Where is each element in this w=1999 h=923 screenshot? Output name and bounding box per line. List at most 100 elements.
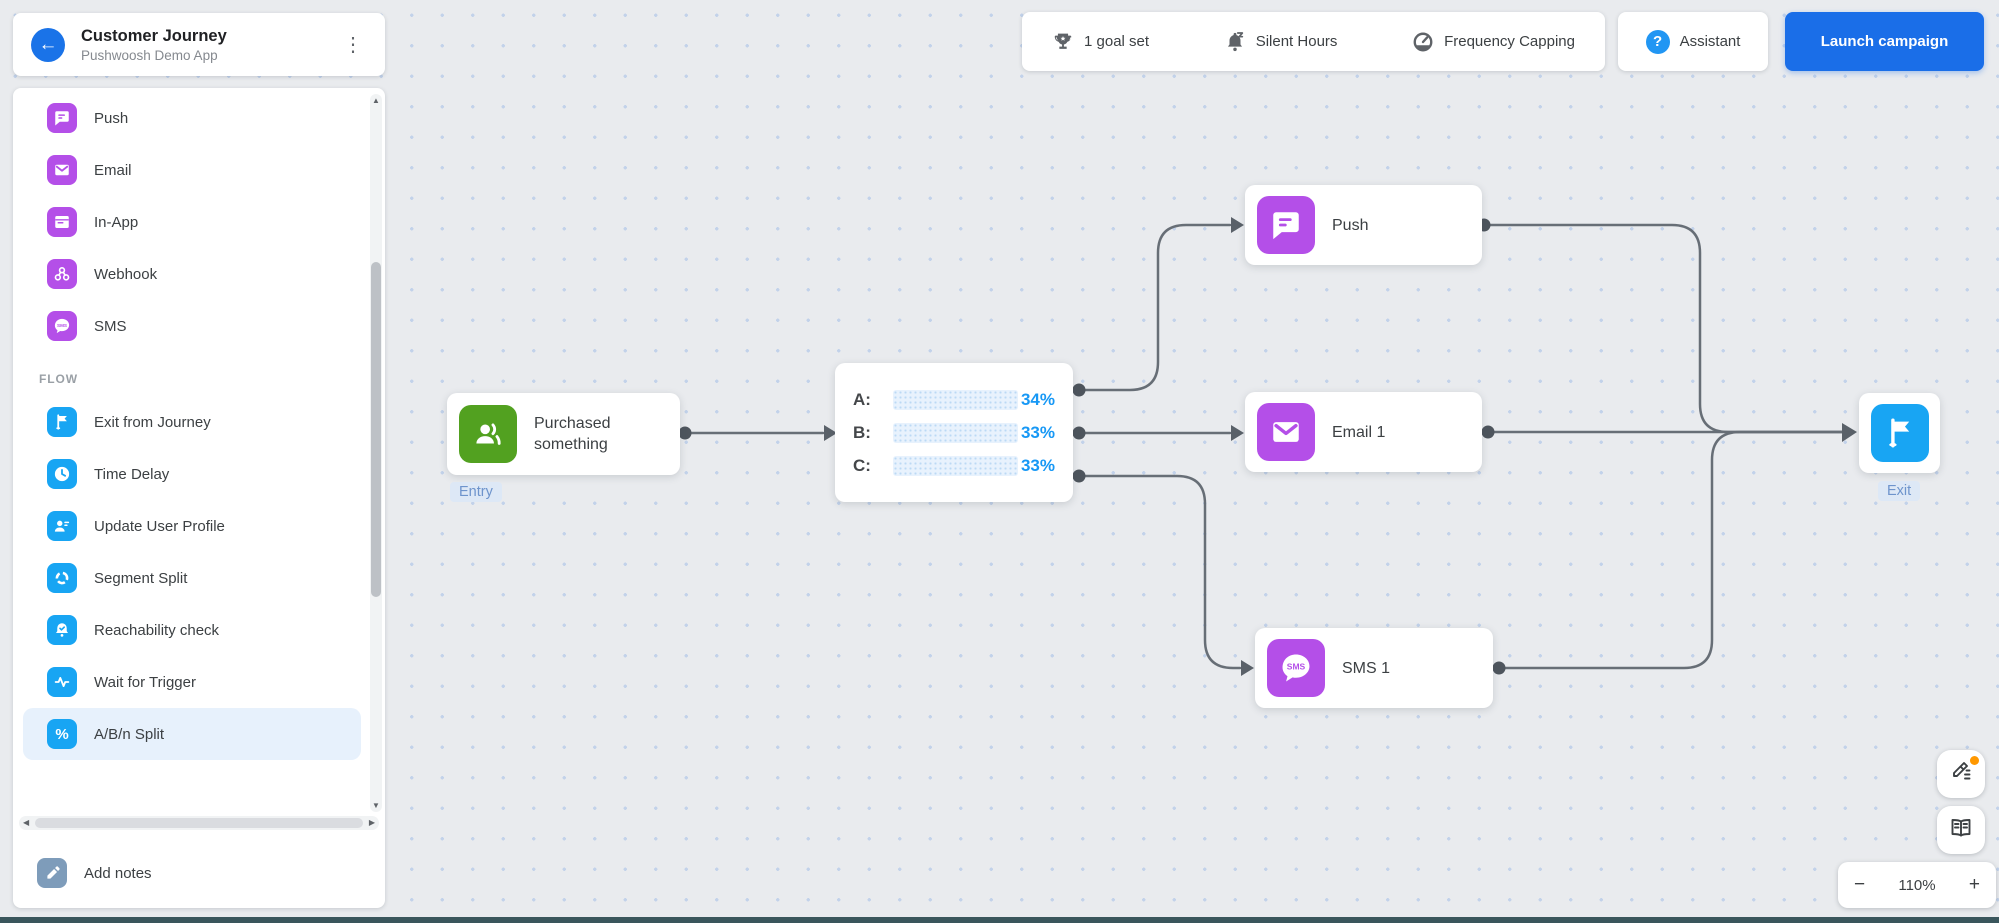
zoom-in-button[interactable]: +	[1968, 874, 1980, 895]
sidebar-vertical-scrollbar[interactable]: ▲ ▼	[370, 94, 382, 812]
port-split-a-out	[1072, 383, 1086, 397]
connector-push-to-exit	[1488, 223, 1845, 434]
campaign-settings-toolbar: 1 goal set Silent Hours Frequency Cappin…	[1022, 12, 1605, 71]
exit-flag-icon	[1870, 404, 1929, 462]
silent-hours-label: Silent Hours	[1255, 33, 1338, 50]
email-node-label: Email 1	[1332, 423, 1386, 441]
zoom-level: 110%	[1898, 876, 1936, 894]
split-variant-label: A:	[853, 389, 871, 409]
segment-split-icon	[47, 563, 77, 593]
zoom-out-button[interactable]: −	[1854, 874, 1866, 895]
launch-campaign-button[interactable]: Launch campaign	[1785, 12, 1984, 71]
split-variant-label: B:	[853, 422, 871, 442]
add-notes-button[interactable]: Add notes	[13, 838, 385, 908]
user-profile-icon	[47, 511, 77, 541]
vertical-scroll-thumb[interactable]	[371, 262, 381, 597]
arrowhead-email	[1231, 425, 1244, 441]
port-entry-out	[678, 426, 692, 440]
book-icon	[1949, 816, 1973, 845]
sidebar-item-label: Exit from Journey	[94, 413, 211, 431]
journey-title: Customer Journey	[81, 26, 227, 45]
journey-subtitle: Pushwoosh Demo App	[81, 47, 218, 63]
goal-set-button[interactable]: 1 goal set	[1052, 31, 1149, 53]
email-node[interactable]: Email 1	[1245, 392, 1482, 472]
sidebar-item-wait-for-trigger[interactable]: Wait for Trigger	[23, 656, 361, 708]
sidebar-item-label: SMS	[94, 317, 127, 335]
percent-icon: %	[47, 719, 77, 749]
connector-sms-to-exit	[1503, 430, 1845, 670]
scroll-right-icon[interactable]: ▶	[368, 818, 375, 827]
split-variant-row-a: A: 34%	[853, 389, 1055, 411]
docs-fab[interactable]	[1937, 806, 1985, 854]
assistant-label: Assistant	[1679, 33, 1741, 50]
sidebar-horizontal-scrollbar[interactable]: ◀ ▶	[19, 816, 379, 830]
abn-split-node[interactable]: A: 34% B: 33% C: 33%	[835, 363, 1073, 502]
horizontal-scroll-thumb[interactable]	[35, 818, 363, 828]
notes-pencil-icon	[37, 858, 67, 888]
bell-snooze-icon	[1224, 31, 1246, 53]
sidebar-item-inapp[interactable]: In-App	[23, 196, 361, 248]
back-button[interactable]: ←	[31, 27, 65, 62]
sidebar-item-label: Reachability check	[94, 621, 220, 639]
sidebar-item-update-user-profile[interactable]: Update User Profile	[23, 500, 361, 552]
sidebar-item-abn-split[interactable]: % A/B/n Split	[23, 708, 361, 760]
scroll-down-icon[interactable]: ▼	[372, 801, 380, 810]
gauge-icon	[1412, 31, 1434, 53]
push-icon	[47, 103, 77, 133]
trigger-icon	[47, 667, 77, 697]
scroll-left-icon[interactable]: ◀	[23, 818, 30, 827]
port-sms-out	[1492, 661, 1506, 675]
sidebar-item-sms[interactable]: SMS SMS	[23, 300, 361, 352]
silent-hours-button[interactable]: Silent Hours	[1224, 31, 1338, 53]
sidebar-item-exit-from-journey[interactable]: Exit from Journey	[23, 396, 361, 448]
sidebar-item-time-delay[interactable]: Time Delay	[23, 448, 361, 500]
assistant-button[interactable]: ? Assistant	[1618, 12, 1768, 71]
entry-node-label: Purchased something	[534, 415, 611, 453]
scroll-up-icon[interactable]: ▲	[372, 96, 380, 105]
reachability-icon	[47, 615, 77, 645]
sidebar-item-reachability-check[interactable]: Reachability check	[23, 604, 361, 656]
svg-text:SMS: SMS	[1287, 662, 1306, 672]
sidebar-item-email[interactable]: Email	[23, 144, 361, 196]
split-variant-percent: 34%	[1020, 389, 1055, 409]
sidebar-item-label: Webhook	[94, 265, 158, 283]
arrowhead-sms	[1241, 660, 1254, 676]
split-variant-label: C:	[853, 455, 871, 475]
clock-icon	[47, 459, 77, 489]
sidebar-item-label: Segment Split	[94, 569, 188, 587]
zoom-controls: − 110% +	[1838, 862, 1996, 908]
sms-node-label: SMS 1	[1342, 659, 1391, 677]
email-icon	[1257, 403, 1315, 461]
push-node-label: Push	[1332, 216, 1369, 234]
edit-notes-fab[interactable]	[1937, 750, 1985, 798]
split-variant-percent: 33%	[1020, 422, 1055, 442]
kebab-menu-icon[interactable]: ⋮	[343, 34, 363, 56]
question-icon: ?	[1645, 29, 1670, 54]
entry-node-purchased-something[interactable]: Purchased something	[447, 393, 680, 475]
exit-badge: Exit	[1878, 481, 1921, 501]
journey-header-card: ← Customer Journey Pushwoosh Demo App ⋮	[13, 13, 385, 76]
split-progress-track	[893, 455, 1018, 476]
split-variant-row-c: C: 33%	[853, 455, 1055, 477]
port-split-b-out	[1072, 426, 1086, 440]
frequency-capping-label: Frequency Capping	[1444, 33, 1575, 50]
flow-section-heading: FLOW	[39, 372, 78, 386]
sidebar-item-webhook[interactable]: Webhook	[23, 248, 361, 300]
connector-split-a-to-push	[1083, 223, 1232, 392]
frequency-capping-button[interactable]: Frequency Capping	[1412, 31, 1575, 53]
add-notes-label: Add notes	[84, 864, 152, 882]
webhook-icon	[47, 259, 77, 289]
sidebar-item-segment-split[interactable]: Segment Split	[23, 552, 361, 604]
goal-set-label: 1 goal set	[1084, 33, 1150, 50]
notification-dot	[1970, 756, 1979, 765]
push-node[interactable]: Push	[1245, 185, 1482, 265]
email-icon	[47, 155, 77, 185]
sidebar-item-label: In-App	[94, 213, 139, 231]
push-icon	[1257, 196, 1315, 254]
split-variant-percent: 33%	[1020, 455, 1055, 475]
sms-icon: SMS	[1267, 639, 1325, 697]
arrowhead-push	[1231, 217, 1244, 233]
exit-node[interactable]	[1859, 393, 1940, 473]
sidebar-item-push[interactable]: Push	[23, 92, 361, 144]
sms-node[interactable]: SMS SMS 1	[1255, 628, 1493, 708]
